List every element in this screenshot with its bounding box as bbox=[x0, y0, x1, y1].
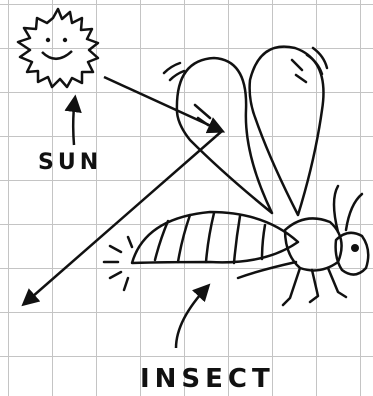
insect-label-arrow bbox=[176, 286, 208, 348]
sun-eye-left bbox=[46, 38, 50, 42]
sun-label-arrow bbox=[73, 98, 75, 145]
insect-icon bbox=[104, 47, 368, 305]
sun-smile bbox=[42, 51, 72, 59]
sun-rays-outline bbox=[18, 9, 98, 87]
sun-eye-right bbox=[63, 38, 67, 42]
sun-label: SUN bbox=[38, 150, 102, 175]
insect-eye bbox=[351, 244, 359, 252]
insect-wing-left bbox=[177, 58, 272, 213]
insect-legs bbox=[238, 262, 346, 305]
wing-motion-marks bbox=[164, 48, 327, 80]
insect-antennae bbox=[334, 186, 362, 232]
sun-icon bbox=[18, 9, 98, 87]
insect-label: INSECT bbox=[140, 364, 275, 394]
tail-glow-marks bbox=[104, 237, 132, 290]
